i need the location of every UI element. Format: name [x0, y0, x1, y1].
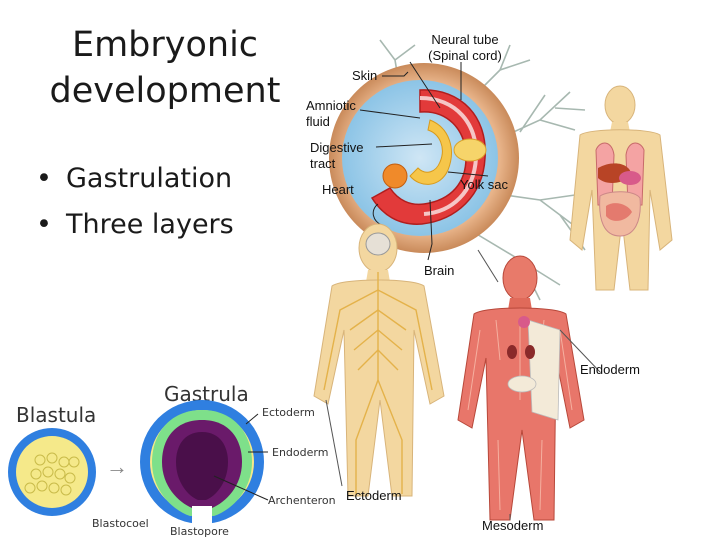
label-ectoderm-gastrula: Ectoderm	[262, 406, 315, 419]
label-tract: tract	[310, 156, 336, 171]
blastula-cavity	[16, 436, 88, 508]
gastrula-diagram: Gastrula Ectoderm Endoderm Archenteron B…	[140, 382, 336, 538]
figure-ectoderm	[313, 223, 445, 497]
blastula-diagram: Blastula Blastocoel →	[8, 403, 149, 530]
gastrula-archenteron	[176, 432, 228, 500]
embryo-diagram: Neural tube (Spinal cord) Skin Amniotic …	[306, 32, 586, 301]
body-leader-lines	[325, 249, 601, 520]
digestive-tract	[409, 119, 452, 185]
label-fluid: fluid	[306, 114, 330, 129]
label-endoderm-gastrula: Endoderm	[272, 446, 328, 459]
label-digestive: Digestive	[310, 140, 363, 155]
bullet-text: Gastrulation	[66, 163, 233, 194]
gastrula-blastopore	[192, 506, 212, 526]
label-amniotic: Amniotic	[306, 98, 356, 113]
gastrula-leader-lines	[213, 413, 269, 501]
label-neural-tube: Neural tube	[431, 32, 498, 47]
label-blastula: Blastula	[16, 403, 96, 427]
label-endoderm: Endoderm	[580, 362, 640, 377]
yolk-sac-shape	[453, 138, 487, 162]
bullet-dot-icon: •	[36, 163, 52, 194]
label-blastopore: Blastopore	[170, 525, 229, 538]
label-blastocoel: Blastocoel	[92, 517, 149, 530]
bullet-list: • Gastrulation • Three layers	[36, 156, 234, 248]
label-spinal-cord: (Spinal cord)	[428, 48, 502, 63]
arrow-right-icon: →	[106, 454, 128, 479]
label-yolk-sac: Yolk sac	[460, 177, 508, 192]
heart-shape	[382, 163, 408, 189]
label-mesoderm: Mesoderm	[482, 518, 543, 533]
bullet-text: Three layers	[66, 209, 234, 240]
label-ectoderm-body: Ectoderm	[346, 488, 402, 503]
label-skin: Skin	[352, 68, 377, 83]
bullet-item: • Three layers	[36, 202, 234, 248]
slide-title: Embryonic development	[40, 22, 290, 114]
figure-mesoderm	[457, 255, 585, 521]
title-line-2: development	[49, 71, 281, 111]
label-archenteron: Archenteron	[268, 494, 336, 507]
bullet-dot-icon: •	[36, 209, 52, 240]
figure-endoderm	[569, 85, 673, 291]
title-line-1: Embryonic	[71, 25, 259, 65]
label-brain: Brain	[424, 263, 454, 278]
label-heart: Heart	[322, 182, 354, 197]
bullet-item: • Gastrulation	[36, 156, 234, 202]
